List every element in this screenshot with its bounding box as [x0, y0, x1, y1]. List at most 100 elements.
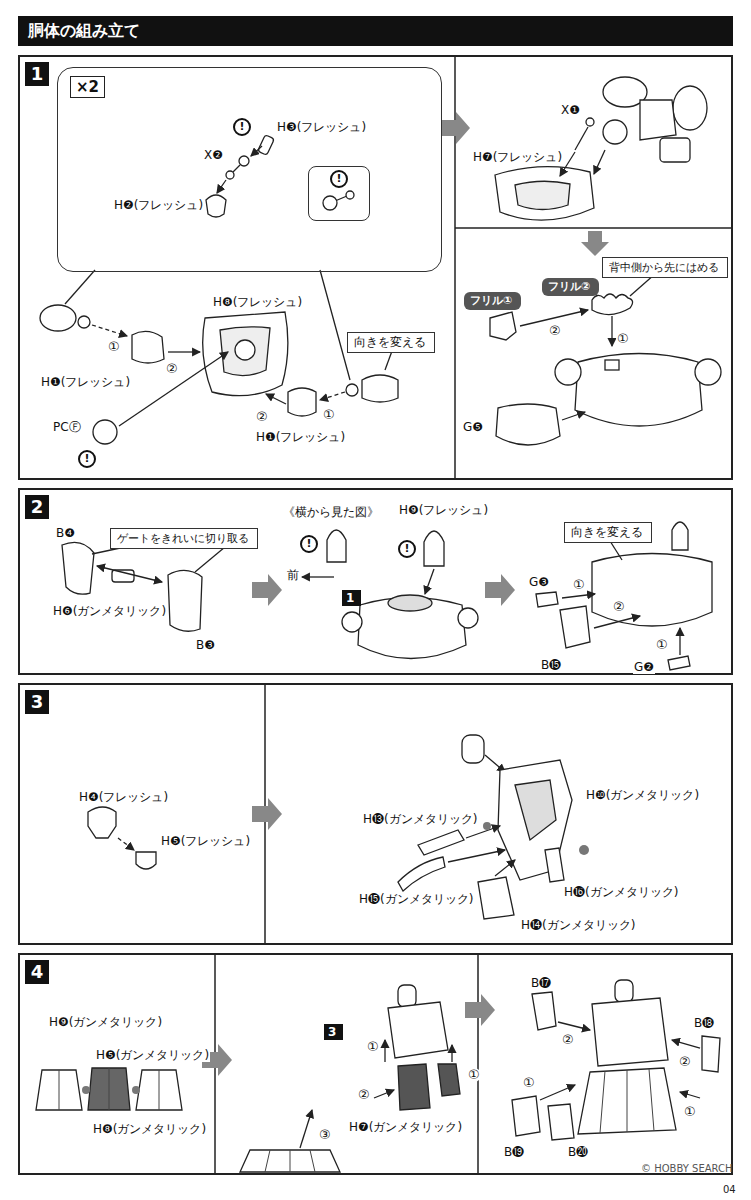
part-label: H❻(ガンメタリック)	[52, 604, 167, 618]
part-drawing	[562, 412, 585, 420]
part-drawing	[495, 860, 515, 876]
note-text: ゲートをきれいに切り取る	[117, 531, 249, 546]
pleat-lines	[600, 1071, 605, 1133]
order-number: ①	[107, 340, 121, 354]
part-label: X❶	[560, 103, 581, 117]
caution-mark: !	[78, 450, 96, 468]
part-drawing	[448, 850, 505, 862]
part-drawing	[695, 359, 721, 385]
part-drawing	[384, 1040, 385, 1062]
order-number: ①	[683, 1105, 697, 1119]
note-text: 向きを変える	[571, 525, 643, 540]
part-drawing	[388, 595, 432, 611]
part-drawing	[605, 360, 619, 370]
order-number: ②	[678, 1055, 692, 1069]
part-drawing	[466, 826, 500, 838]
part-label: H❸(フレッシュ)	[276, 120, 367, 134]
order-number: ②	[548, 324, 562, 338]
step-number: 2	[25, 495, 49, 519]
part-drawing	[226, 171, 234, 179]
part-drawing	[458, 608, 478, 628]
part-drawing	[560, 606, 590, 648]
part-drawing	[424, 531, 444, 566]
part-label: H⓯(ガンメタリック)	[358, 892, 474, 906]
flow-arrow	[465, 994, 495, 1026]
part-drawing	[562, 594, 595, 598]
part-label: B⓱	[530, 976, 552, 990]
part-drawing	[680, 1092, 700, 1098]
part-label: G❷	[633, 660, 655, 674]
part-drawing	[288, 388, 316, 416]
part-label: B⓲	[693, 1016, 715, 1030]
watermark: © HOBBY SEARCH	[640, 1162, 734, 1176]
part-label: H⓰(ガンメタリック)	[563, 885, 679, 899]
part-label: H❺(ガンメタリック)	[95, 1048, 210, 1062]
part-label: B⓯	[540, 658, 562, 672]
pleat-lines	[649, 1069, 654, 1131]
part-drawing	[438, 1064, 460, 1096]
flow-arrow	[441, 112, 470, 144]
part-drawing	[478, 877, 514, 919]
tag-text: フリル①	[470, 294, 512, 308]
part-drawing	[611, 316, 612, 346]
part-label: H❶(フレッシュ)	[255, 430, 346, 444]
part-drawing	[258, 135, 275, 156]
part-drawing	[398, 1064, 430, 1110]
part-drawing	[575, 354, 702, 427]
part-drawing	[251, 146, 262, 156]
order-number: ①	[616, 332, 630, 346]
part-drawing	[592, 294, 633, 315]
part-label: H❾(フレッシュ)	[398, 503, 489, 517]
part-label: H❺(フレッシュ)	[160, 834, 251, 848]
title-bar: 胴体の組み立て	[18, 16, 733, 46]
part-drawing	[40, 305, 76, 331]
note-box: 向きを変える	[347, 332, 435, 353]
part-drawing	[385, 351, 392, 370]
quantity-mark: ×2	[70, 76, 105, 98]
part-drawing	[592, 554, 712, 627]
step-number: 4	[25, 960, 49, 984]
part-drawing	[668, 656, 690, 670]
subassembly-ref: 3	[324, 1024, 343, 1040]
ref-number: 1	[346, 590, 354, 606]
page-title: 胴体の組み立て	[18, 16, 140, 46]
glue-point	[579, 845, 589, 855]
pleat-lines	[310, 1150, 315, 1172]
part-drawing	[320, 392, 345, 400]
step-panel: 1×2!向きを変えるフリル①フリル②背中側から先にはめる	[18, 55, 733, 480]
part-drawing	[673, 86, 707, 130]
part-drawing	[702, 1036, 720, 1072]
panel-divider	[455, 227, 731, 229]
pleat-lines	[59, 1070, 60, 1110]
part-label: H❾(ガンメタリック)	[48, 1015, 163, 1029]
flow-arrow	[252, 798, 282, 830]
part-drawing	[342, 612, 362, 632]
pleat-lines	[265, 1150, 270, 1172]
part-label: 前	[286, 568, 300, 582]
part-drawing	[168, 351, 200, 352]
order-number: ②	[165, 362, 179, 376]
part-label: B❸	[195, 638, 216, 652]
note-box: 背中側から先にはめる	[602, 257, 728, 278]
order-number: ①	[467, 1068, 481, 1082]
flow-arrow	[581, 231, 609, 256]
part-label: H❶(フレッシュ)	[40, 375, 131, 389]
part-drawing	[586, 118, 594, 126]
part-drawing	[136, 1070, 182, 1110]
part-label: H❷(フレッシュ)	[113, 198, 204, 212]
part-label: H⓭(ガンメタリック)	[362, 812, 478, 826]
glue-point	[82, 1086, 90, 1094]
part-drawing	[640, 100, 676, 140]
part-drawing	[300, 1110, 312, 1148]
note-box: ゲートをきれいに切り取る	[110, 528, 258, 549]
step-number: 1	[25, 62, 49, 86]
part-drawing	[548, 1104, 574, 1140]
part-drawing	[206, 195, 226, 217]
part-drawing	[545, 848, 564, 882]
order-number: ②	[357, 1088, 371, 1102]
part-drawing	[425, 569, 434, 594]
part-drawing	[132, 331, 164, 363]
part-drawing	[88, 1068, 130, 1110]
part-drawing	[362, 375, 398, 402]
